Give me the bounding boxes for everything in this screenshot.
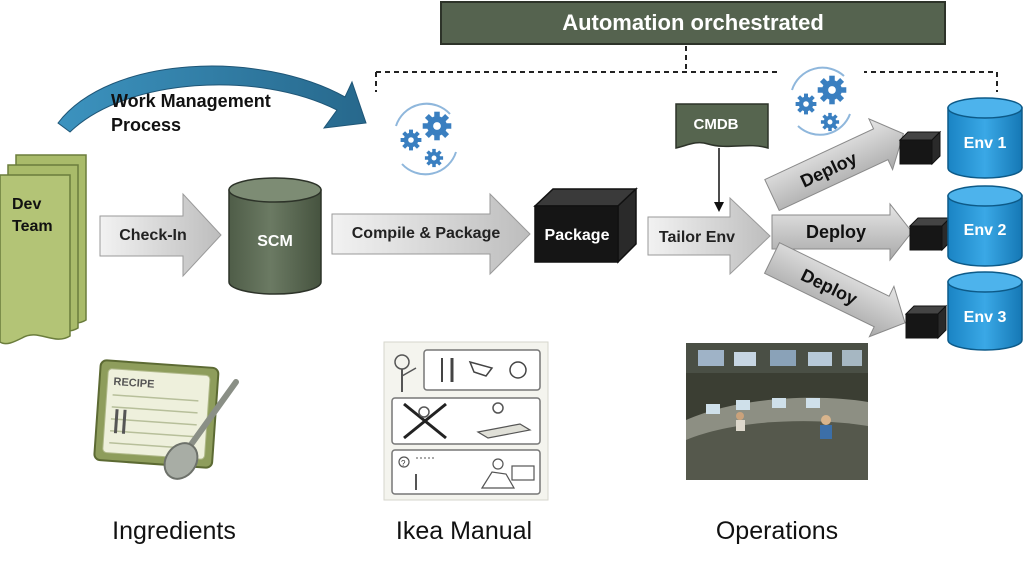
cmdb-document — [675, 103, 769, 150]
env-3-package-box — [904, 304, 948, 340]
operations-photo — [686, 343, 868, 480]
caption-ingredients: Ingredients — [112, 517, 236, 545]
dev-team-documents — [0, 154, 87, 345]
automation-gear-icon-right — [778, 58, 864, 142]
dev-team-label-line1: Dev — [12, 196, 41, 213]
scm-label: SCM — [257, 233, 293, 250]
dev-team-label-line2: Team — [12, 218, 53, 235]
spoon-icon — [163, 379, 239, 480]
package-cube — [533, 187, 638, 264]
work-management-line2: Process — [111, 115, 181, 135]
env-2-label: Env 2 — [964, 222, 1007, 239]
env-1-label: Env 1 — [964, 135, 1007, 152]
env-3-cylinder — [947, 271, 1023, 351]
automation-banner: Automation orchestrated — [440, 1, 946, 45]
ikea-manual-illustration: ? — [383, 341, 549, 501]
compile-package-label: Compile & Package — [352, 225, 501, 242]
compile-package-arrow — [331, 192, 531, 276]
banner-title: Automation orchestrated — [562, 10, 824, 35]
cmdb-connector-arrow — [714, 148, 724, 212]
work-management-line1: Work Management — [111, 91, 271, 111]
check-in-arrow — [99, 192, 222, 278]
check-in-label: Check-In — [119, 227, 187, 244]
package-label: Package — [545, 227, 610, 244]
tailor-env-arrow — [647, 196, 771, 276]
env-3-label: Env 3 — [964, 309, 1007, 326]
recipe-card-title: RECIPE — [113, 376, 155, 391]
caption-operations: Operations — [716, 517, 838, 545]
env-2-package-box — [908, 216, 952, 252]
caption-ikea-manual: Ikea Manual — [396, 517, 532, 545]
env-2-cylinder — [947, 185, 1023, 267]
work-management-arrow — [57, 65, 367, 133]
cmdb-label: CMDB — [694, 116, 739, 133]
env-1-cylinder — [947, 97, 1023, 179]
ikea-step-marker: ? — [401, 459, 406, 468]
deploy-arrow-2: Deploy — [771, 202, 913, 262]
recipe-card-illustration: RECIPE — [93, 359, 239, 480]
env-1-package-box — [898, 130, 942, 166]
orchestration-bracket — [375, 46, 998, 92]
deploy-label-2: Deploy — [806, 222, 866, 242]
scm-repository — [228, 177, 322, 295]
tailor-env-label: Tailor Env — [659, 229, 735, 246]
automation-gear-icon-left — [380, 96, 472, 180]
